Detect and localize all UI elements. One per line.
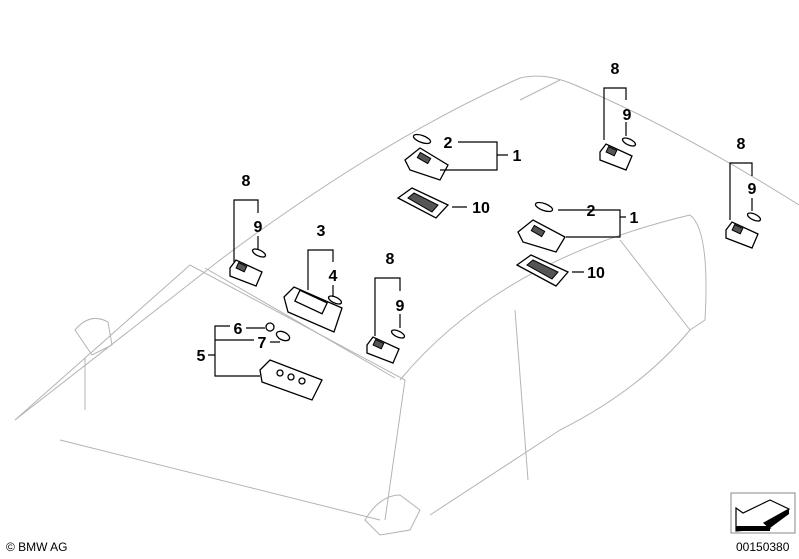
copyright-text: © BMW AG xyxy=(6,540,68,554)
socket-6 xyxy=(265,322,275,332)
label-3: 3 xyxy=(317,223,326,240)
lamp-1-lower xyxy=(517,219,566,253)
bulb-7 xyxy=(275,330,291,342)
label-5: 5 xyxy=(197,348,206,365)
arrow-icon xyxy=(730,492,796,534)
car-outline xyxy=(14,75,799,536)
label-9: 9 xyxy=(254,219,263,236)
reading-lamp-8-d xyxy=(725,221,759,249)
label-9: 9 xyxy=(748,181,757,198)
label-10: 10 xyxy=(472,200,490,217)
bulb-2-upper xyxy=(412,133,432,145)
label-4: 4 xyxy=(329,268,338,285)
leader-lines xyxy=(208,87,753,377)
lamp-3 xyxy=(283,286,343,333)
lens-10-upper xyxy=(396,187,450,219)
label-1: 1 xyxy=(630,210,639,227)
label-8: 8 xyxy=(386,251,395,268)
diagram-number: 00150380 xyxy=(736,540,790,554)
lamp-1-upper xyxy=(404,147,449,181)
label-8: 8 xyxy=(242,173,251,190)
reading-lamp-8-c xyxy=(599,143,633,171)
bulb-4 xyxy=(327,295,343,305)
label-6: 6 xyxy=(234,321,243,338)
label-9: 9 xyxy=(396,298,405,315)
bulb-9-g xyxy=(390,329,406,339)
lens-10-lower xyxy=(515,254,570,287)
reading-lamp-8-e xyxy=(229,259,263,287)
label-10: 10 xyxy=(587,265,605,282)
label-8: 8 xyxy=(737,136,746,153)
label-1: 1 xyxy=(513,148,522,165)
bulb-9-d xyxy=(746,212,762,222)
bulb-2-lower xyxy=(534,201,554,213)
label-2: 2 xyxy=(587,203,596,220)
lamp-5 xyxy=(259,359,323,401)
label-7: 7 xyxy=(258,335,267,352)
parts xyxy=(229,133,762,401)
label-2: 2 xyxy=(444,135,453,152)
callout-labels: 2 1 10 2 1 10 8 9 8 9 8 9 3 4 8 9 6 7 5 xyxy=(197,61,757,365)
bulb-9-c xyxy=(621,137,637,147)
bulb-9-e xyxy=(251,248,267,258)
label-9: 9 xyxy=(623,107,632,124)
reading-lamp-8-g xyxy=(366,336,400,364)
label-8: 8 xyxy=(611,61,620,78)
